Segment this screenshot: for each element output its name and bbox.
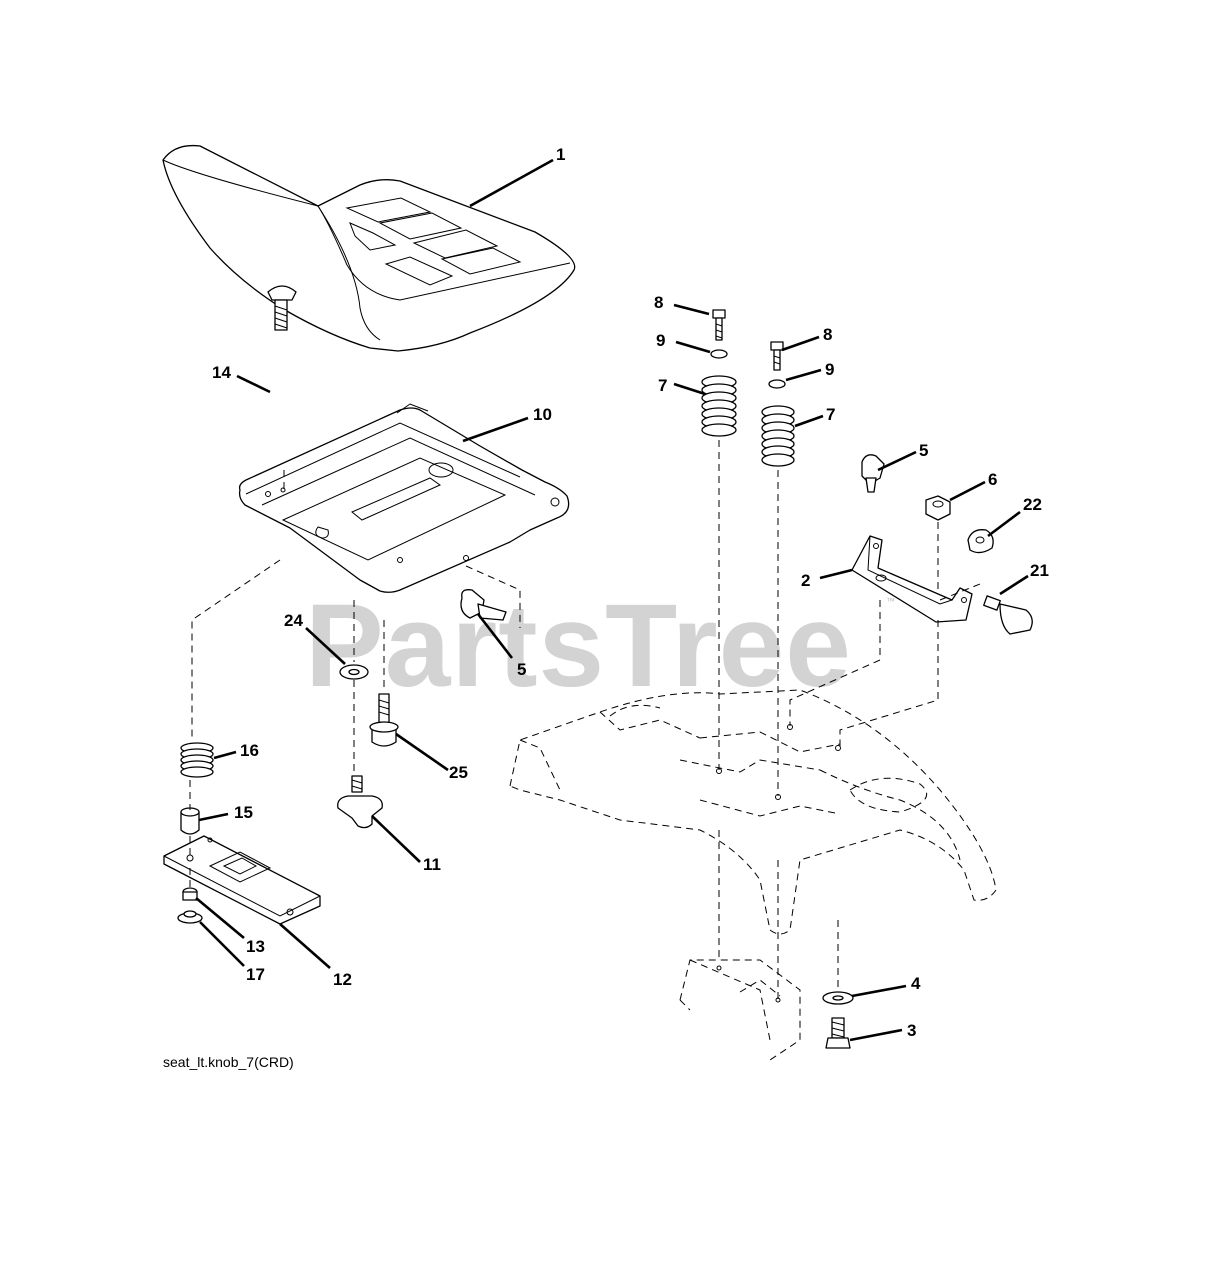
callout-3[interactable]: 3: [907, 1021, 916, 1040]
bolt-icon[interactable]: [712, 309, 726, 341]
diagram-caption: seat_lt.knob_7(CRD): [163, 1054, 294, 1070]
leader-lines: [195, 158, 1029, 1042]
clip-icon[interactable]: [460, 589, 507, 621]
spring-icon[interactable]: [761, 405, 795, 467]
flange-nut-icon[interactable]: [177, 910, 203, 924]
callout-10[interactable]: 10: [533, 405, 552, 424]
callout-21[interactable]: 21: [1030, 561, 1049, 580]
clip-icon[interactable]: [861, 454, 885, 493]
seat-icon[interactable]: [162, 144, 576, 352]
callout-9[interactable]: 9: [656, 331, 665, 350]
callout-12[interactable]: 12: [333, 970, 352, 989]
spring-icon[interactable]: [701, 375, 737, 437]
callout-8[interactable]: 8: [823, 325, 832, 344]
callout-2[interactable]: 2: [801, 571, 810, 590]
callout-1[interactable]: 1: [556, 145, 565, 164]
callout-13[interactable]: 13: [246, 937, 265, 956]
callout-9[interactable]: 9: [825, 360, 834, 379]
callout-6[interactable]: 6: [988, 470, 997, 489]
callout-8[interactable]: 8: [654, 293, 663, 312]
callout-7[interactable]: 7: [826, 405, 835, 424]
callout-4[interactable]: 4: [911, 974, 921, 993]
lock-washer-icon[interactable]: [768, 379, 786, 389]
assembly-lines: [189, 440, 981, 1000]
callout-14[interactable]: 14: [212, 363, 231, 382]
callout-11[interactable]: 11: [423, 855, 441, 874]
callout-16[interactable]: 16: [240, 741, 259, 760]
callout-25[interactable]: 25: [449, 763, 468, 782]
washer-icon[interactable]: [339, 664, 369, 680]
bottom-bracket-dashed-icon: [679, 959, 801, 1061]
callout-5[interactable]: 5: [517, 660, 526, 679]
spacer-icon[interactable]: [180, 807, 200, 835]
hex-nut-icon[interactable]: [925, 495, 951, 521]
callout-24[interactable]: 24: [284, 611, 303, 630]
callout-7[interactable]: 7: [658, 376, 667, 395]
carriage-bolt-icon[interactable]: [267, 285, 297, 331]
shoulder-bolt-icon[interactable]: [983, 595, 1033, 635]
seat-pan-icon[interactable]: [238, 403, 570, 593]
bolt-icon[interactable]: [770, 341, 784, 371]
watermark-trademark: ™: [886, 596, 895, 606]
spring-icon[interactable]: [180, 742, 214, 778]
nut-icon[interactable]: [182, 887, 198, 901]
fender-dashed-icon: [509, 689, 997, 935]
callout-22[interactable]: 22: [1023, 495, 1042, 514]
shoulder-bolt-icon[interactable]: [369, 693, 399, 747]
bolt-icon[interactable]: [825, 1017, 851, 1049]
nut-icon[interactable]: [967, 529, 994, 554]
knob-icon[interactable]: [337, 775, 383, 829]
hinge-bracket-icon[interactable]: [851, 535, 973, 623]
callout-15[interactable]: 15: [234, 803, 253, 822]
watermark: PartsTree: [305, 580, 852, 712]
callout-17[interactable]: 17: [246, 965, 265, 984]
washer-icon[interactable]: [822, 991, 854, 1005]
callout-5[interactable]: 5: [919, 441, 928, 460]
callout-numbers: 1 2 3 4 5 5 6 7 7 8 8 9 9 10 11 12 13 14…: [212, 145, 1049, 1040]
lock-washer-icon[interactable]: [710, 349, 728, 359]
